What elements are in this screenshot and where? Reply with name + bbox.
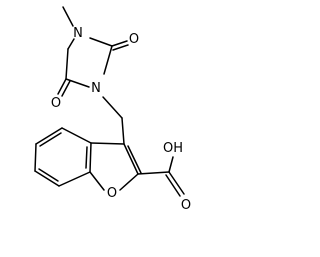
atom-label-n1: N — [73, 26, 83, 41]
bond-c2-o-a — [111, 40, 128, 47]
bond-c4-o-a — [57, 78, 67, 95]
atom-label-o-c2: O — [129, 32, 139, 47]
bond-c7-c6-b — [38, 168, 59, 182]
bond-cooh-o-a — [168, 171, 185, 195]
bond-c7a-c7 — [58, 171, 91, 187]
bond-cooh-o-b — [165, 174, 181, 197]
bond-methyl-n1 — [62, 6, 74, 27]
bond-c5-c4-a — [35, 127, 63, 145]
atom-label-n3: N — [91, 81, 101, 96]
atom-label-o-c4: O — [51, 96, 61, 111]
bond-c5-c4-b — [39, 132, 62, 147]
bond-c3a-c3 — [90, 142, 125, 145]
bond-c5-n1 — [67, 38, 75, 50]
bond-c2f-cooh — [137, 171, 170, 175]
chemical-structure: N N O O O OH O — [34, 6, 191, 213]
bond-c3-c2f-b — [127, 145, 142, 174]
atom-label-o-furan: O — [107, 186, 117, 201]
bond-o-c7a — [89, 171, 105, 191]
bond-c3a-c7a-a — [89, 142, 92, 173]
bond-n1-c2 — [89, 37, 113, 47]
bond-c2-n3 — [103, 45, 113, 75]
bond-c6-c5 — [34, 143, 37, 172]
atom-label-o-acid-carbonyl: O — [181, 198, 191, 213]
bond-c2f-o — [119, 173, 139, 191]
bond-c3a-c7a-b — [85, 146, 88, 169]
bond-c2-o-b — [112, 44, 129, 51]
bond-c4-o-b — [61, 80, 71, 97]
bond-cooh-oh — [168, 156, 174, 173]
bond-n3-ch2 — [102, 96, 123, 119]
bond-c7-c6-a — [34, 170, 60, 187]
bond-c4-c5 — [65, 48, 69, 80]
bond-ch2-c3 — [121, 117, 125, 145]
atom-label-oh: OH — [163, 141, 183, 156]
bond-c4-c3a — [61, 127, 92, 144]
bond-c3-c2f-a — [123, 143, 139, 175]
